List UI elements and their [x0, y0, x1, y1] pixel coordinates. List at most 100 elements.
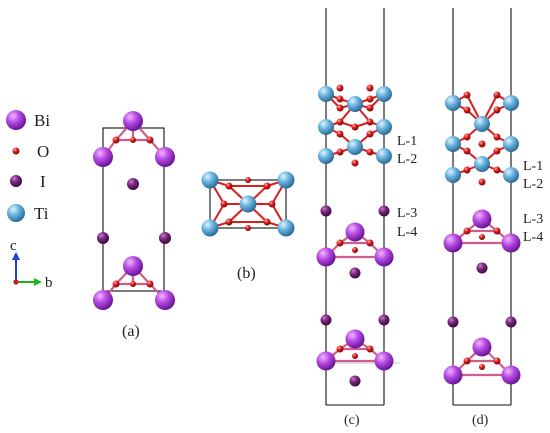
o-atom — [352, 247, 358, 253]
ti-atom — [239, 195, 257, 213]
bi-o-layer-top-a — [93, 111, 175, 167]
o-atom — [146, 280, 154, 288]
ti-atom — [445, 95, 461, 111]
bi-atom — [374, 247, 394, 267]
o-atom — [463, 166, 471, 174]
o-atom — [336, 118, 344, 126]
o-atom — [336, 239, 344, 247]
tio2-layer-d — [445, 91, 519, 186]
layer-label-c-1: L-1 — [397, 134, 417, 149]
layer-label-d-1: L-1 — [523, 159, 543, 174]
i-atom — [320, 205, 332, 217]
o-atom — [336, 104, 344, 112]
ti-atom — [277, 171, 295, 189]
panel-b: (b) — [201, 171, 295, 282]
bi-atom — [316, 247, 336, 267]
o-atom — [263, 218, 271, 226]
bi-atom — [443, 233, 463, 253]
bi-atom — [472, 337, 492, 357]
legend-item-bi: Bi — [6, 110, 50, 130]
o-atom — [245, 177, 251, 183]
panel-c-caption: (c) — [344, 413, 360, 428]
o-atom — [493, 133, 501, 141]
o-atom — [366, 95, 374, 103]
i-atom — [159, 232, 171, 244]
o-atom — [336, 84, 344, 92]
o-atom — [478, 178, 486, 186]
ti-atom — [347, 96, 363, 112]
bi-atom — [155, 290, 175, 310]
ti-atom — [201, 219, 219, 237]
legend-item-o: O — [12, 142, 49, 161]
legend-label-o: O — [37, 142, 49, 161]
o-atom — [336, 148, 344, 156]
i-atom — [378, 205, 390, 217]
tio2-layer-c — [318, 84, 392, 167]
legend-label-i: I — [40, 172, 46, 191]
layer-label-d-3: L-3 — [523, 212, 543, 227]
bi-atom — [501, 233, 521, 253]
o-atom — [336, 345, 344, 353]
i-atom-icon — [10, 175, 22, 187]
bi-atom — [123, 256, 143, 276]
i-atom — [349, 267, 361, 279]
ti-atom — [445, 136, 461, 152]
bi-atom — [501, 365, 521, 385]
legend-label-ti: Ti — [34, 204, 49, 223]
o-atom — [130, 137, 136, 143]
o-atom — [336, 95, 344, 103]
o-atom — [478, 140, 486, 148]
o-atom — [463, 227, 471, 235]
bi-o-layer-bottom-d — [443, 337, 521, 385]
bi-atom — [93, 290, 113, 310]
bi-o-layer-middle-d — [443, 209, 521, 253]
o-atom — [493, 106, 501, 114]
panel-c: L-1 L-2 L-3 L-4 (c) — [316, 8, 417, 428]
ti-atom — [445, 167, 461, 183]
panel-a-caption: (a) — [122, 323, 140, 340]
i-atom — [97, 232, 109, 244]
o-atom — [351, 159, 359, 167]
o-atom — [366, 148, 374, 156]
layer-label-c-4: L-4 — [397, 225, 417, 240]
ti-atom — [503, 95, 519, 111]
o-atom — [130, 281, 136, 287]
legend-label-bi: Bi — [34, 111, 50, 130]
layer-label-c-2: L-2 — [397, 152, 417, 167]
o-atom — [352, 353, 358, 359]
o-atom — [463, 357, 471, 365]
bi-atom — [123, 111, 143, 131]
o-atom — [463, 147, 471, 155]
panel-d: L-1 L-2 L-3 L-4 (d) — [443, 8, 543, 428]
legend: Bi O I Ti — [6, 110, 50, 223]
layer-label-c-3: L-3 — [397, 206, 417, 221]
o-atom — [263, 182, 271, 190]
o-atom — [220, 200, 228, 208]
bi-atom — [472, 209, 492, 229]
bi-atom — [316, 351, 336, 371]
legend-item-ti: Ti — [7, 204, 49, 223]
b-axis-label: b — [45, 275, 53, 291]
o-atom-icon — [12, 147, 20, 155]
o-atom — [493, 227, 501, 235]
bi-atom — [93, 147, 113, 167]
panel-d-caption: (d) — [472, 413, 489, 428]
o-atom — [493, 91, 501, 99]
i-atom — [505, 316, 517, 328]
o-atom — [112, 136, 120, 144]
o-atom — [493, 357, 501, 365]
ti-atom — [277, 219, 295, 237]
ti-atom — [474, 156, 490, 172]
o-atom — [225, 182, 233, 190]
ti-atom — [376, 86, 392, 102]
o-atom — [479, 234, 485, 240]
ti-atom — [201, 171, 219, 189]
i-atom — [378, 314, 390, 326]
o-atom — [366, 84, 374, 92]
ti-atom — [318, 119, 334, 135]
o-atom — [479, 364, 485, 370]
o-atom — [268, 200, 276, 208]
ti-atom — [503, 136, 519, 152]
panel-b-caption: (b) — [237, 265, 256, 282]
